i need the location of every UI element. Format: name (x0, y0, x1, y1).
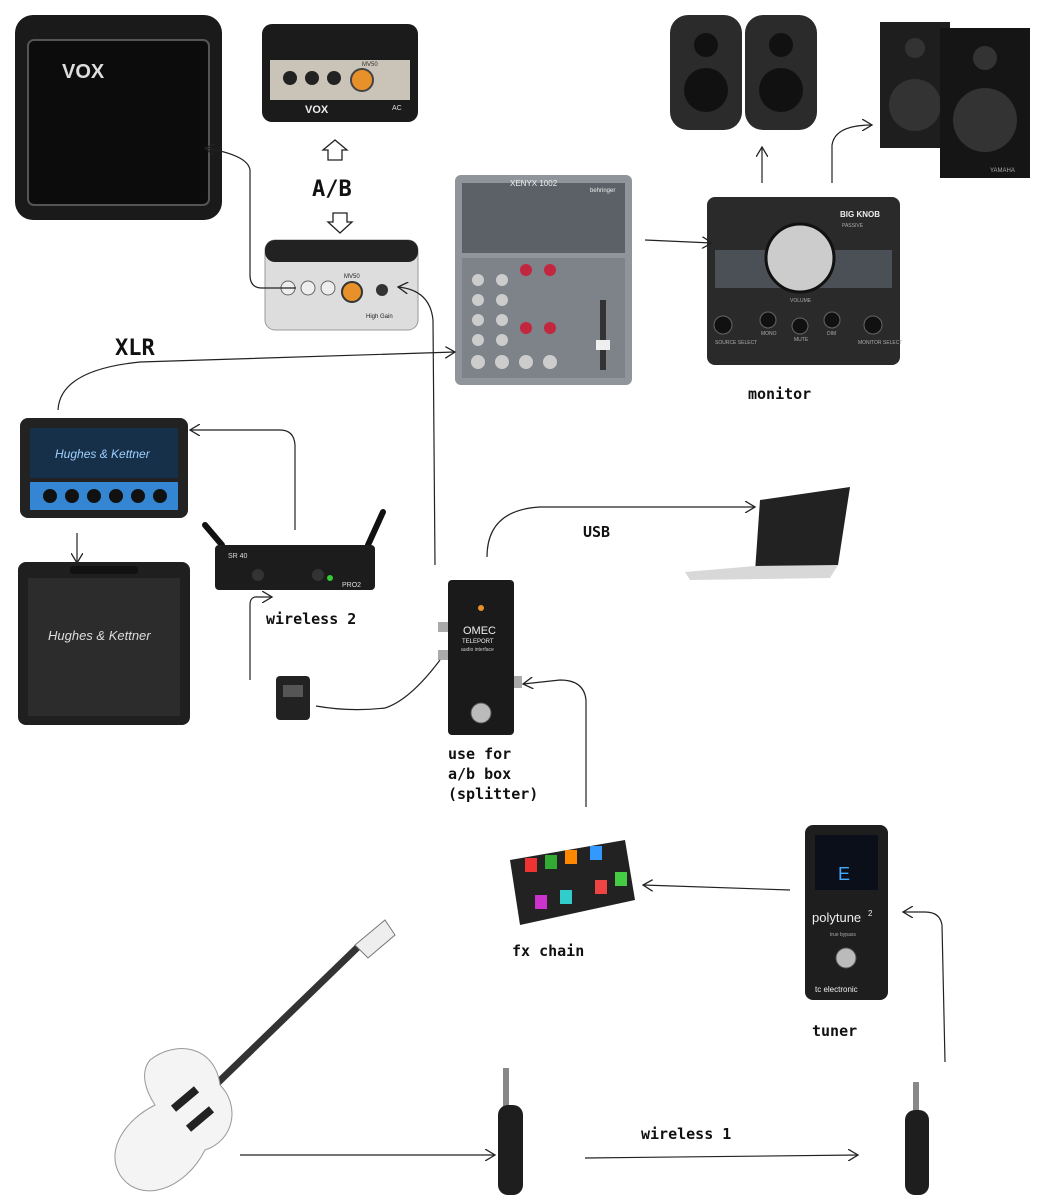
model: MV50 (344, 274, 360, 280)
brand: VOX (305, 104, 329, 116)
title: OMEC (463, 625, 496, 637)
omec-teleport: OMEC TELEPORT audio interface (438, 580, 522, 735)
wireless-2-label: wireless 2 (266, 610, 356, 628)
model: BIG KNOB (840, 210, 880, 219)
brand: behringer (590, 188, 615, 194)
model: polytune (812, 910, 861, 925)
ab-label: A/B (312, 177, 352, 202)
bypass: true bypass (830, 932, 856, 938)
studio-speakers (670, 15, 817, 130)
yamaha-logo: YAMAHA (990, 168, 1015, 174)
fx-chain-label: fx chain (512, 942, 584, 960)
sub: TELEPORT (462, 639, 494, 645)
model: SR 40 (228, 553, 248, 560)
usb-label: USB (583, 523, 610, 541)
wireless-transmitter-1 (498, 1068, 523, 1195)
electric-guitar (114, 919, 396, 1192)
signal-wires (57, 125, 946, 1158)
laptop (685, 487, 850, 580)
variant: AC (392, 105, 402, 112)
mixer: XENYX 1002 behringer (455, 175, 632, 385)
monitor-select-label: MONITOR SELECT (858, 340, 902, 346)
sub: PASSIVE (842, 223, 864, 229)
vox-logo: VOX (62, 61, 105, 83)
polytune-tuner: E polytune 2 true bypass tc electronic (805, 825, 888, 1000)
model: MV50 (362, 62, 378, 68)
hk-logo: Hughes & Kettner (48, 628, 151, 643)
wireless-1-label: wireless 1 (641, 1125, 731, 1143)
down-arrow-icon (326, 212, 354, 234)
source-select-label: SOURCE SELECT (715, 340, 757, 346)
splitter-label-line3: (splitter) (448, 785, 538, 803)
wireless-receiver: SR 40 PRO2 (202, 509, 386, 590)
desc: audio interface (461, 647, 494, 653)
tuner-label: tuner (812, 1022, 857, 1040)
mono-label: MONO (761, 331, 777, 337)
splitter-label-line2: a/b box (448, 765, 511, 783)
xlr-label: XLR (115, 336, 155, 361)
up-arrow-icon (321, 139, 349, 161)
wireless-transmitter-2 (905, 1082, 929, 1195)
hk-logo: Hughes & Kettner (55, 447, 151, 461)
pedalboard (510, 840, 635, 925)
vox-cabinet: VOX (15, 15, 222, 220)
variant: High Gain (366, 314, 393, 320)
mv50-ac-head: VOX MV50 AC (262, 24, 418, 122)
sub: PRO2 (342, 582, 361, 589)
version: 2 (868, 909, 873, 918)
mute-label: MUTE (794, 337, 809, 343)
dim-label: DIM (827, 331, 836, 337)
yamaha-monitors: YAMAHA (880, 22, 1030, 178)
mv50-high-gain-head: MV50 High Gain (264, 239, 419, 331)
brand: tc electronic (815, 985, 858, 994)
monitor-label: monitor (748, 385, 811, 403)
splitter-label-line1: use for (448, 745, 511, 763)
hk-cabinet: Hughes & Kettner (18, 562, 190, 725)
monitor-controller: BIG KNOB PASSIVE VOLUME MONO MUTE DIM SO… (707, 197, 902, 365)
knob-label: VOLUME (790, 298, 812, 304)
model: XENYX 1002 (510, 179, 558, 188)
tuner-note: E (838, 864, 850, 884)
hk-head: Hughes & Kettner (20, 418, 188, 518)
bodypack-transmitter (276, 676, 310, 720)
